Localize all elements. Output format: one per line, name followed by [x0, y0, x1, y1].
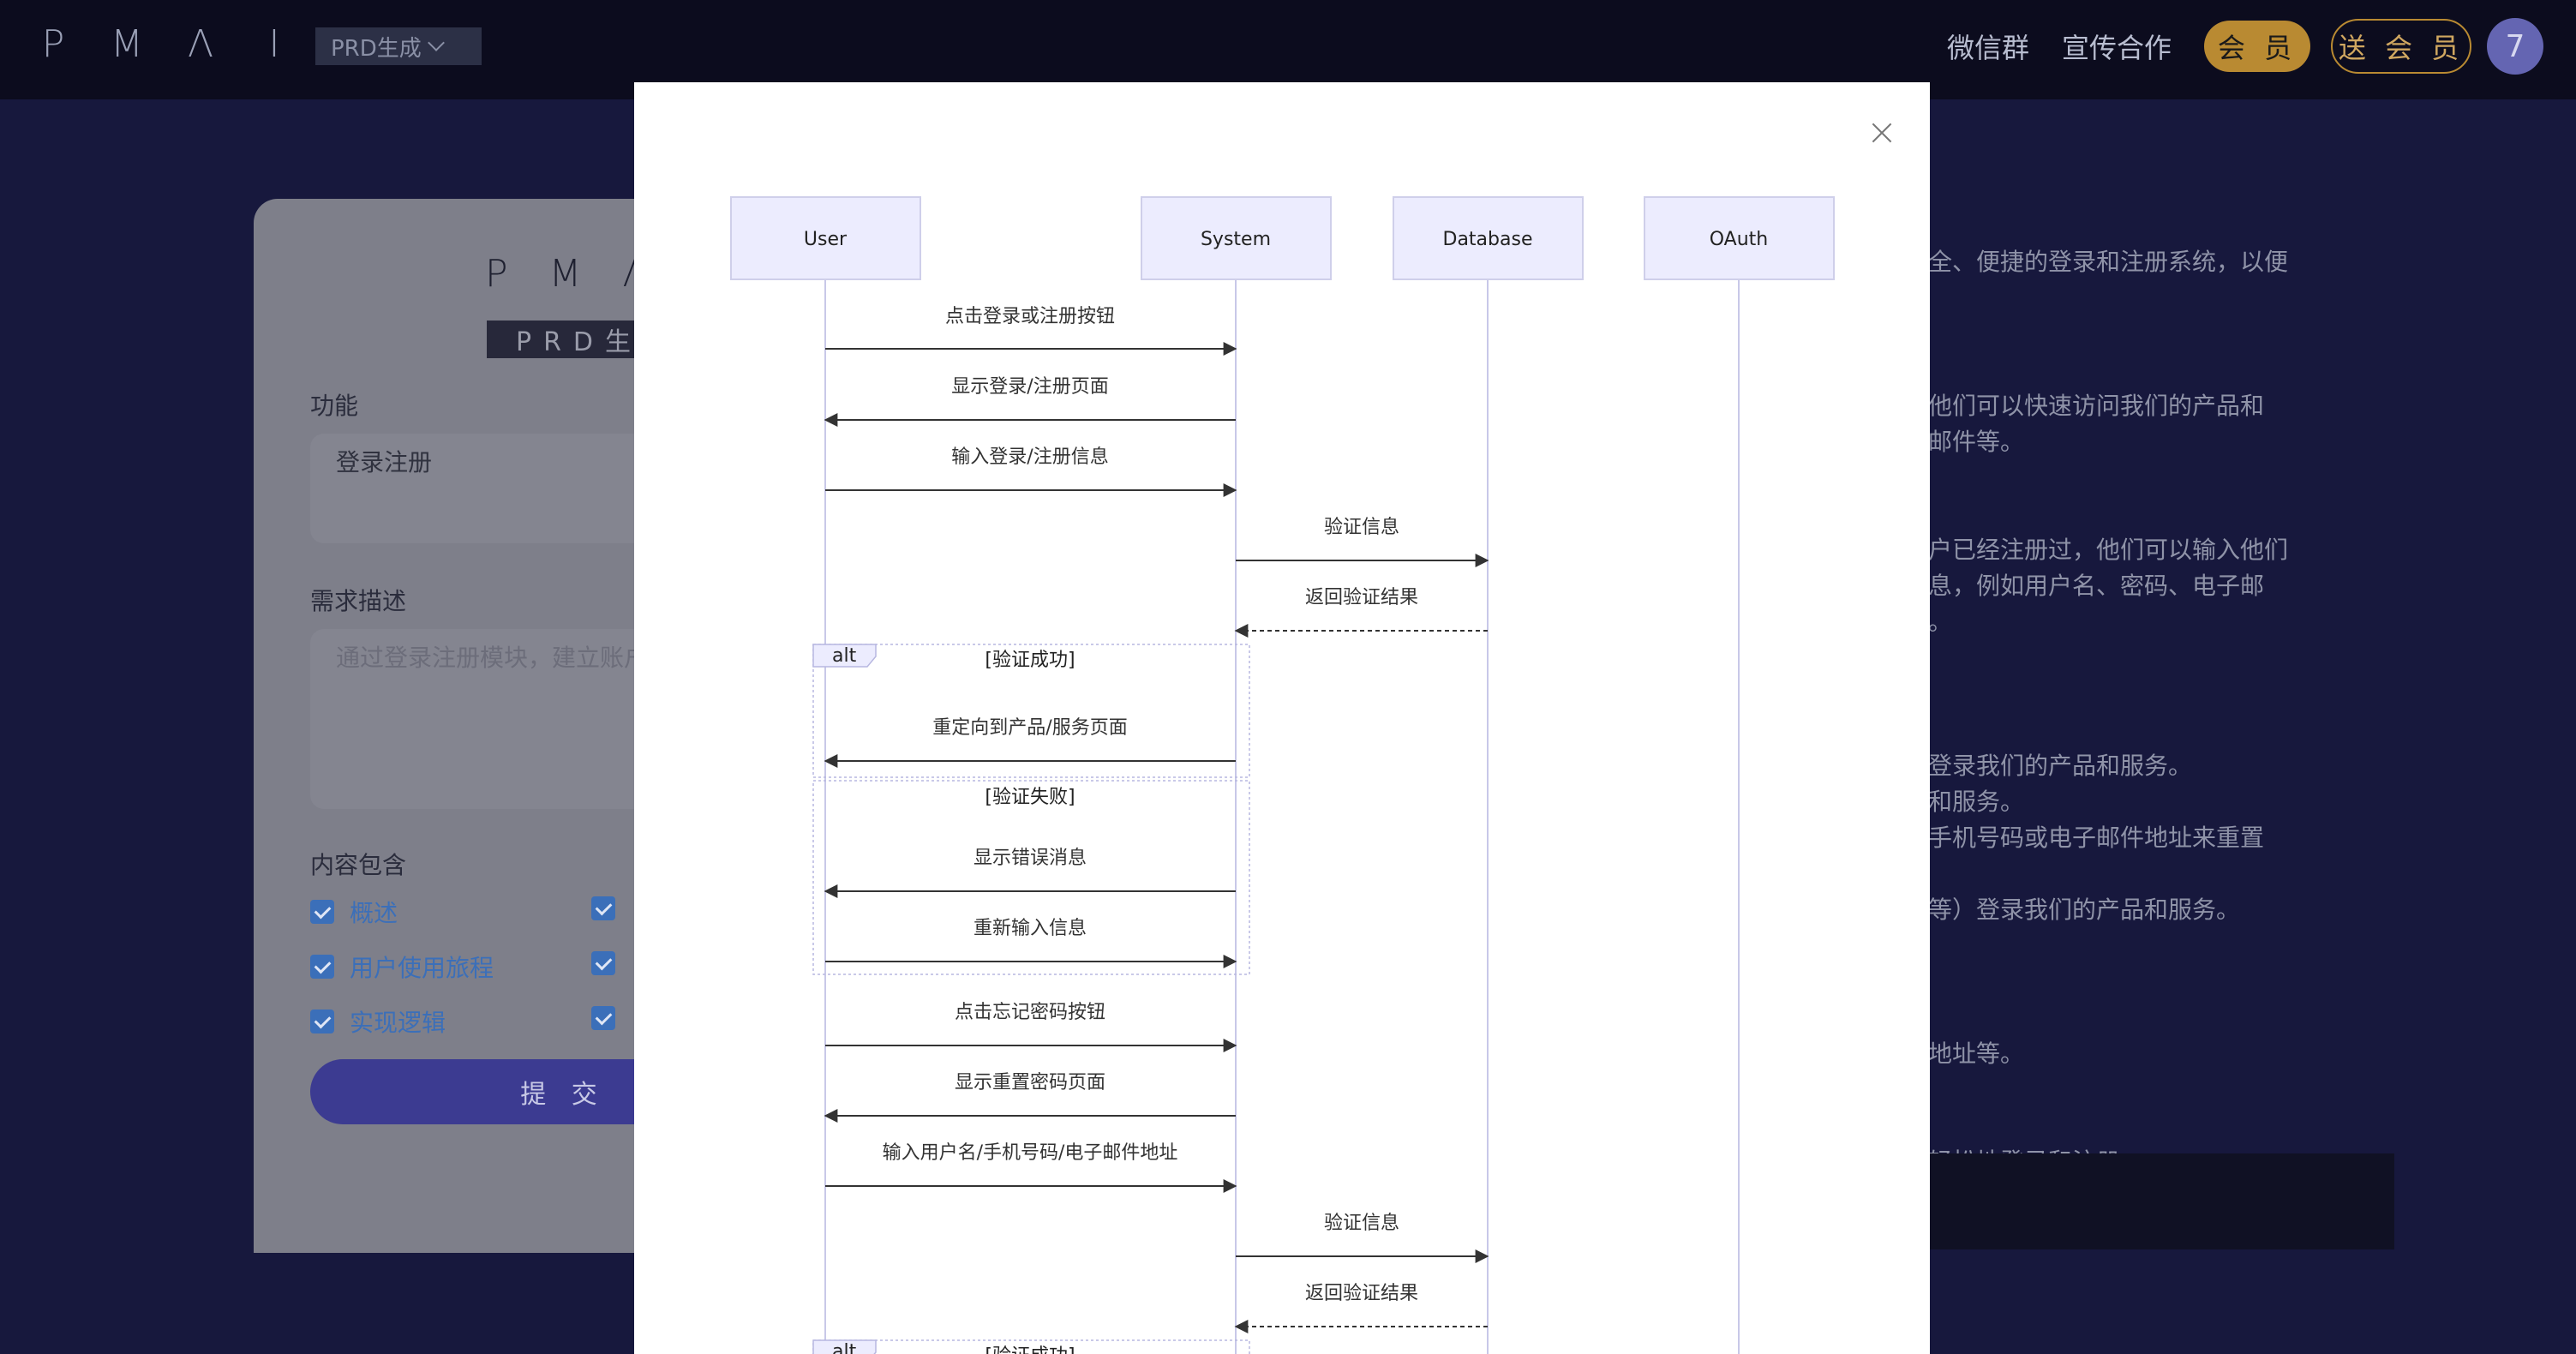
- alt-tag-label-2: alt: [832, 1341, 857, 1354]
- top-nav-actions: 微信群 宣传合作 会 员 送 会 员 7: [1947, 17, 2576, 75]
- checkbox-user-journey[interactable]: 用户使用旅程: [310, 950, 494, 984]
- prd-form-card: P M Λ PRD生 功能 登录注册 需求描述 通过登录注册模块，建立账户 内容…: [254, 199, 665, 1253]
- message-label: 验证信息: [1324, 1213, 1399, 1234]
- checkbox-checked-icon: [310, 900, 334, 924]
- message-label: 重新输入信息: [973, 918, 1087, 939]
- message-label: 重定向到产品/服务页面: [932, 717, 1127, 739]
- alt-condition-success: [验证成功]: [985, 650, 1075, 671]
- actor-system-label: System: [1201, 229, 1271, 250]
- message-label: 显示登录/注册页面: [951, 376, 1108, 398]
- doc-line: 。: [1928, 608, 1953, 636]
- actor-oauth-box: [1644, 196, 1835, 280]
- alt-frame-success-2: [812, 1339, 1250, 1354]
- pmai-logo[interactable]: P M Λ I: [34, 22, 295, 74]
- alt-frame-tag-2: [812, 1339, 877, 1354]
- checkbox-second-column[interactable]: [591, 951, 615, 975]
- logo-letter-i: I: [268, 22, 282, 66]
- alt-frame-success: [812, 644, 1250, 778]
- chevron-down-icon: [427, 34, 445, 51]
- submit-button[interactable]: 提 交: [310, 1059, 665, 1124]
- sequence-diagram-modal: User System Database OAuth alt [验证成功] [验…: [634, 82, 1930, 1354]
- message-label: 验证信息: [1324, 517, 1399, 538]
- checkbox-checked-icon: [310, 955, 334, 979]
- checkbox-label: 实现逻辑: [350, 1009, 446, 1037]
- feature-label: 功能: [310, 392, 359, 420]
- doc-line: 轻松地登录和注册: [1928, 1143, 2120, 1155]
- content-includes-label: 内容包含: [310, 851, 407, 879]
- alt-frame-tag: [812, 644, 877, 668]
- doc-line: 全、便捷的登录和注册系统，以便: [1928, 248, 2289, 276]
- prd-dropdown-label: PRD生成: [331, 35, 422, 62]
- checkbox-second-column[interactable]: [591, 1006, 615, 1030]
- alt-condition-success-2: [验证成功]: [985, 1345, 1075, 1354]
- doc-line: 等）登录我们的产品和服务。: [1928, 896, 2241, 924]
- wechat-group-link[interactable]: 微信群: [1946, 32, 2029, 64]
- doc-line: 户已经注册过，他们可以输入他们: [1928, 536, 2289, 564]
- message-label: 显示错误消息: [973, 848, 1087, 869]
- prd-generator-dropdown[interactable]: PRD生成: [315, 27, 482, 65]
- description-label: 需求描述: [310, 587, 407, 615]
- gift-member-button[interactable]: 送 会 员: [2331, 19, 2471, 74]
- actor-user-label: User: [804, 229, 848, 250]
- sequence-diagram: User System Database OAuth alt [验证成功] [验…: [730, 196, 1835, 1354]
- actor-database-label: Database: [1443, 229, 1533, 250]
- member-button[interactable]: 会 员: [2204, 21, 2310, 72]
- actor-oauth-label: OAuth: [1710, 229, 1769, 250]
- doc-line: 邮件等。: [1928, 428, 2025, 456]
- alt-frame-failure: [812, 780, 1250, 975]
- message-label: 返回验证结果: [1305, 587, 1418, 608]
- doc-line: 地址等。: [1928, 1039, 2025, 1068]
- doc-line: 手机号码或电子邮件地址来重置: [1928, 824, 2265, 852]
- doc-dark-panel: [1926, 1153, 2394, 1249]
- feature-input[interactable]: 登录注册: [310, 434, 665, 543]
- message-label: 输入登录/注册信息: [951, 446, 1108, 468]
- form-logo-letter-p: P: [485, 252, 508, 296]
- doc-line: 息，例如用户名、密码、电子邮: [1928, 572, 2265, 600]
- checkbox-overview[interactable]: 概述: [310, 895, 398, 929]
- description-textarea[interactable]: 通过登录注册模块，建立账户: [310, 629, 665, 809]
- user-avatar[interactable]: 7: [2487, 18, 2543, 75]
- promotion-link[interactable]: 宣传合作: [2061, 32, 2172, 64]
- alt-tag-label: alt: [832, 645, 857, 667]
- message-label: 显示重置密码页面: [955, 1072, 1105, 1093]
- checkbox-checked-icon: [310, 1010, 334, 1033]
- doc-line: 登录我们的产品和服务。: [1928, 752, 2193, 780]
- message-label: 点击忘记密码按钮: [955, 1002, 1105, 1023]
- actor-database-box: [1393, 196, 1584, 280]
- checkbox-label: 概述: [350, 899, 398, 927]
- form-logo: P M Λ: [485, 252, 649, 296]
- form-logo-letter-m: M: [548, 252, 582, 296]
- message-label: 返回验证结果: [1305, 1283, 1418, 1304]
- doc-line: 他们可以快速访问我们的产品和: [1928, 392, 2265, 420]
- alt-condition-failure: [验证失败]: [985, 787, 1075, 808]
- logo-letter-p: P: [41, 22, 67, 66]
- logo-letter-a: Λ: [187, 22, 216, 66]
- actor-user-box: [730, 196, 921, 280]
- logo-letter-m: M: [111, 22, 145, 66]
- message-label: 输入用户名/手机号码/电子邮件地址: [883, 1142, 1178, 1164]
- checkbox-label: 用户使用旅程: [350, 954, 494, 982]
- checkbox-implementation-logic[interactable]: 实现逻辑: [310, 1004, 446, 1039]
- doc-line: 和服务。: [1928, 788, 2025, 816]
- actor-system-box: [1141, 196, 1332, 280]
- checkbox-second-column[interactable]: [591, 896, 615, 920]
- message-label: 点击登录或注册按钮: [945, 306, 1115, 327]
